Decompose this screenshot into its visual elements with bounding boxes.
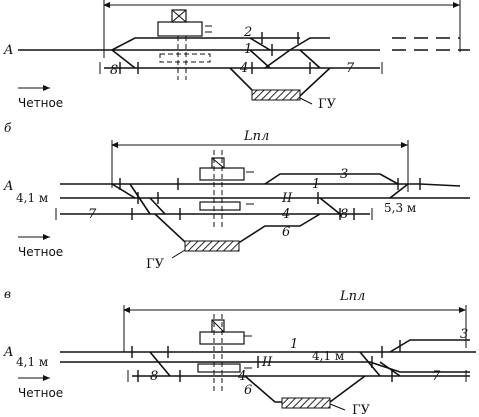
switch-connector [249,37,271,51]
left-distance-label: 4,1 м [16,191,48,205]
station-building [157,21,203,37]
track-number-label: 3 [340,167,348,182]
track-number-label: 4 [281,207,290,222]
direction-label: Четное [18,96,63,110]
hump-device [251,89,301,101]
track-number-label: 3 [460,327,468,342]
switch-connector [111,49,136,69]
panel-c: в Lпл [3,287,476,417]
hump-device [184,240,240,252]
track-ii [60,361,470,373]
dimension-label: Lпл [339,289,365,304]
switch-connector [359,351,381,377]
tower-diagonal [171,9,187,23]
dimension-label: Lпл [243,129,269,144]
switch-connector [389,183,409,199]
panel-letter: в [4,287,11,301]
track-end-label: A [3,43,13,58]
hump-leader [329,403,346,411]
switch-connector [111,183,136,199]
track-number-label: 8 [150,369,158,384]
hump-loop-track [154,213,321,243]
switch-connector [264,49,291,69]
dashed-platform [159,53,211,63]
switch-connector [289,37,330,51]
hump-label: ГУ [352,403,371,417]
track-number-label: 8 [340,207,348,222]
hump-leader [171,249,186,259]
track-number-label: 6 [244,383,252,398]
track-number-label: 7 [88,207,97,222]
track-number-label: II [261,355,273,370]
switch-connector [379,361,401,377]
track-number-label: II [281,191,293,206]
right-distance-label: 5,3 м [384,201,416,215]
switch-connector [299,49,321,69]
panel-a: A 2 1 4 7 8 ГУ Четное [3,0,470,112]
left-distance-label: 4,1 м [16,355,48,369]
switch-connector [129,183,151,215]
switch-connector [149,351,171,377]
track-2 [111,37,300,51]
direction-label: Четное [18,245,63,259]
hump-label: ГУ [146,257,165,272]
track-number-label: 4 [239,61,248,76]
platform-box [199,201,241,211]
track-end-label: A [3,179,13,194]
track-number-label: 2 [243,25,252,40]
switch-connector [149,197,166,215]
track-number-label: 6 [282,225,290,240]
track-end-label: A [3,345,13,360]
hump-leader [299,97,313,105]
panel-b: б Lпл [3,121,470,272]
switch-connector [319,197,341,215]
track-number-label: 8 [110,63,118,78]
mid-distance-label: 4,1 м [312,349,344,363]
track-number-label: 7 [432,369,441,384]
hump-label: ГУ [318,97,337,112]
track-number-label: 1 [244,42,252,57]
panel-letter: б [4,121,12,135]
direction-label: Четное [18,386,63,400]
switch-connector [249,49,271,69]
track-number-label: 1 [290,337,298,352]
track-3 [389,339,470,353]
track-3 [264,173,399,185]
track-number-label: 4 [237,369,246,384]
track-number-label: 7 [346,61,355,76]
track-number-label: 1 [312,177,320,192]
platform-box [197,363,241,373]
hump-device [281,397,331,409]
